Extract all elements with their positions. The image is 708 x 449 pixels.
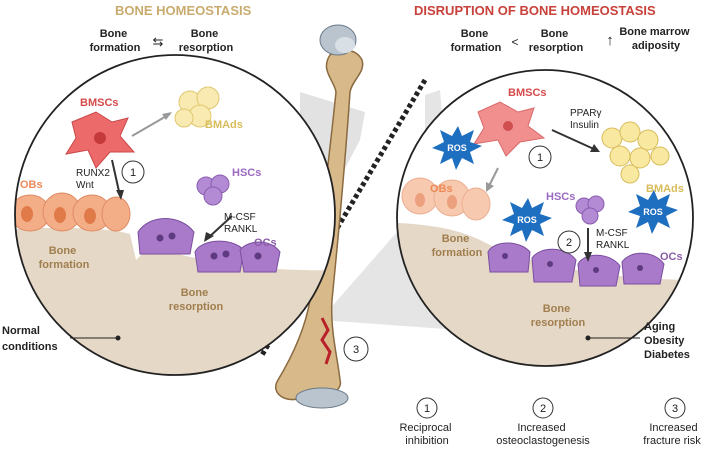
left-ocs-label: OCs — [254, 237, 277, 249]
svg-text:Bone formation: Bone formation — [432, 233, 483, 259]
left-bone-formation-1: Bone — [49, 245, 77, 257]
svg-text:M-CSF RANKL: M-CSF RANKL — [596, 228, 630, 251]
femur-bone — [275, 24, 364, 409]
normal-conditions-2: conditions — [2, 341, 58, 353]
bmad-cells — [174, 86, 220, 128]
svg-text:Aging Obesity Diabetes: Aging Obesity Diabetes — [644, 321, 690, 361]
normal-conditions-1: Normal — [2, 325, 40, 337]
right-bmads-label: BMAds — [646, 183, 684, 195]
right-bmscs-label: BMSCs — [508, 87, 547, 99]
svg-text:Increased osteoclastogen: Increased osteoclastogenesis — [496, 422, 590, 447]
left-header-formation-1: Bone — [100, 28, 128, 40]
left-obs-label: OBs — [20, 179, 43, 191]
right-bone-formation-2: formation — [432, 247, 483, 259]
right-factor-mcsf: M-CSF — [596, 228, 628, 239]
ros-label-1: ROS — [447, 143, 467, 153]
right-header-adiposity-1: Bone marrow — [619, 26, 690, 38]
osteoblast-cells-right — [401, 177, 491, 221]
left-factor-runx2: RUNX2 — [76, 168, 110, 179]
osteoblast-cells — [15, 192, 131, 232]
right-header-resorption-1: Bone — [541, 28, 569, 40]
svg-text:Normal conditions: Normal conditions — [2, 325, 58, 353]
left-bone-formation-2: formation — [39, 259, 90, 271]
svg-text:Bone resorption: Bone resorption — [529, 28, 584, 54]
left-bone-resorption-1: Bone — [181, 287, 209, 299]
left-title: BONE HOMEOSTASIS — [115, 3, 252, 18]
svg-text:PPARγ Insulin: PPARγ Insulin — [570, 108, 604, 131]
left-factor-rankl: RANKL — [224, 224, 258, 235]
svg-text:M-CSF RANKL: M-CSF RANKL — [224, 212, 258, 235]
osteoclast-cells — [137, 218, 281, 273]
left-header-formation-2: formation — [90, 42, 141, 54]
right-title: DISRUPTION OF BONE HOMEOSTASIS — [414, 3, 656, 18]
svg-text:Bone formation: Bone formation — [39, 245, 90, 271]
hsc-cells-right — [575, 195, 605, 225]
svg-text:3: 3 — [353, 344, 359, 356]
left-factor-wnt: Wnt — [76, 180, 94, 191]
svg-text:Bone marrow adiposity: Bone marrow adiposity — [619, 26, 692, 52]
ros-label-3: ROS — [643, 207, 663, 217]
svg-text:Bone formation: Bone formation — [90, 28, 141, 54]
right-bone-resorption-2: resorption — [531, 317, 586, 329]
svg-text:1: 1 — [130, 167, 136, 179]
svg-text:1: 1 — [424, 403, 430, 415]
left-hscs-label: HSCs — [232, 167, 261, 179]
legend-item-1: 1 Reciprocal inhibition — [399, 397, 454, 447]
ros-star-1 — [432, 126, 482, 170]
ros-star-2 — [502, 198, 552, 242]
left-factor-mcsf: M-CSF — [224, 212, 256, 223]
marker-1-left: 1 — [121, 160, 145, 184]
svg-text:3: 3 — [672, 403, 678, 415]
left-bmads-label: BMAds — [205, 119, 243, 131]
right-factor-insulin: Insulin — [570, 120, 599, 131]
right-header-formation-2: formation — [451, 42, 502, 54]
svg-text:Bone resorption: Bone resorption — [531, 303, 586, 329]
marker-2-right: 2 — [557, 230, 581, 254]
legend-item-3: 3 Increased fracture risk — [643, 397, 701, 447]
left-bone-resorption-2: resorption — [169, 301, 224, 313]
svg-text:1: 1 — [537, 152, 543, 164]
marker-1-right: 1 — [528, 145, 552, 169]
svg-text:2: 2 — [566, 237, 572, 249]
hsc-cells — [196, 174, 230, 206]
equilibrium-symbol: ⇆ — [153, 34, 164, 49]
right-factor-rankl: RANKL — [596, 240, 630, 251]
svg-text:Bone formation: Bone formation — [451, 28, 502, 54]
up-arrow-icon: ↑ — [606, 32, 614, 49]
svg-text:Increased fracture risk: Increased fracture risk — [643, 422, 701, 447]
svg-text:Bone resorption: Bone resorption — [179, 28, 234, 54]
left-bmscs-label: BMSCs — [80, 97, 119, 109]
legend-item-2: 2 Increased osteoclastogenesis — [496, 397, 590, 447]
condition-aging: Aging — [644, 321, 675, 333]
right-ocs-label: OCs — [660, 251, 683, 263]
svg-text:Bone resorption: Bone resorption — [169, 287, 224, 313]
svg-text:RUNX2 Wnt: RUNX2 Wnt — [76, 168, 113, 191]
condition-diabetes: Diabetes — [644, 349, 690, 361]
right-factor-ppar: PPARγ — [570, 108, 602, 119]
ros-label-2: ROS — [517, 215, 537, 225]
right-header-formation-1: Bone — [461, 28, 489, 40]
right-bone-resorption-1: Bone — [543, 303, 571, 315]
right-bone-formation-1: Bone — [442, 233, 470, 245]
osteoclast-cells-right — [487, 242, 665, 287]
svg-text:2: 2 — [540, 403, 546, 415]
left-header-resorption-1: Bone — [191, 28, 219, 40]
bmad-cells-right — [601, 121, 670, 184]
right-hscs-label: HSCs — [546, 191, 575, 203]
svg-text:Reciprocal inhibition: Reciprocal inhibition — [399, 422, 454, 447]
ros-star-3 — [628, 190, 678, 234]
left-header-resorption-2: resorption — [179, 42, 234, 54]
right-header-resorption-2: resorption — [529, 42, 584, 54]
condition-obesity: Obesity — [644, 335, 685, 347]
marker-3-fracture: 3 — [343, 336, 369, 362]
right-obs-label: OBs — [430, 183, 453, 195]
right-header-adiposity-2: adiposity — [632, 40, 681, 52]
less-than-symbol: < — [511, 35, 518, 49]
